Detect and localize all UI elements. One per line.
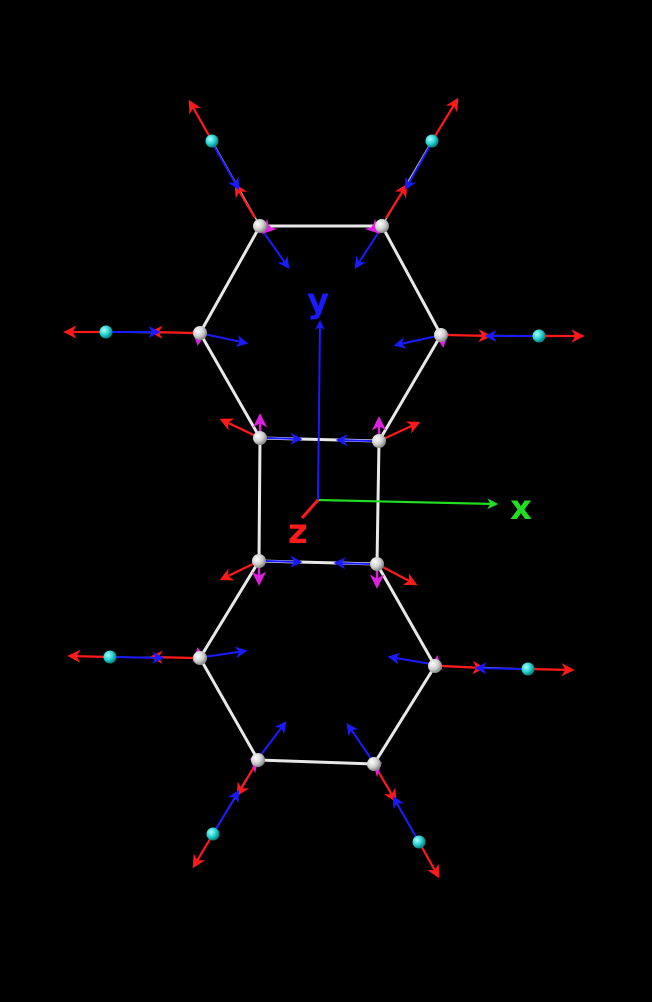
red-displacement-vectors bbox=[63, 97, 585, 879]
vector-arrow bbox=[447, 329, 492, 343]
hydrogen-atom[interactable] bbox=[206, 827, 220, 841]
vector-arrow bbox=[387, 652, 432, 665]
carbon-atom[interactable] bbox=[372, 434, 386, 448]
vector-arrow bbox=[265, 432, 303, 445]
vector-arrow bbox=[378, 421, 421, 442]
bond bbox=[257, 436, 262, 563]
bond bbox=[377, 333, 443, 443]
carbon-atoms bbox=[193, 219, 448, 771]
carbon-atom[interactable] bbox=[251, 753, 265, 767]
coordinate-axes: x y z bbox=[288, 281, 532, 552]
vector-arrow bbox=[376, 563, 418, 586]
hydrogen-atom[interactable] bbox=[412, 835, 426, 849]
vector-arrow bbox=[236, 766, 255, 797]
vector-arrow bbox=[259, 721, 287, 757]
vector-arrow bbox=[213, 145, 240, 191]
carbon-atom[interactable] bbox=[193, 326, 207, 340]
hydrogen-atom[interactable] bbox=[205, 134, 219, 148]
vector-arrow bbox=[203, 333, 249, 347]
x-axis-label: x bbox=[510, 488, 532, 528]
carbon-atom[interactable] bbox=[375, 219, 389, 233]
bond bbox=[372, 664, 437, 766]
carbon-atom[interactable] bbox=[428, 659, 442, 673]
bond bbox=[198, 224, 262, 335]
vector-arrow bbox=[377, 770, 397, 803]
vector-arrow bbox=[203, 646, 248, 659]
vector-arrow bbox=[404, 145, 431, 191]
vector-arrow bbox=[346, 723, 373, 761]
vector-arrow bbox=[234, 183, 256, 219]
vector-arrow bbox=[149, 325, 194, 339]
vector-arrow bbox=[261, 218, 278, 235]
carbon-atom[interactable] bbox=[193, 651, 207, 665]
y-axis-line bbox=[314, 320, 325, 501]
ch-link-lines bbox=[105, 140, 540, 843]
hydrogen-atom[interactable] bbox=[425, 134, 439, 148]
vector-arrow bbox=[354, 229, 381, 270]
hydrogen-atom[interactable] bbox=[532, 329, 546, 343]
vector-arrow bbox=[527, 663, 575, 677]
vector-arrow bbox=[441, 660, 486, 675]
vector-arrow bbox=[261, 229, 290, 269]
carbon-atom[interactable] bbox=[370, 557, 384, 571]
vector-arrow bbox=[385, 183, 408, 219]
bond bbox=[375, 439, 381, 566]
vector-arrow bbox=[364, 218, 381, 235]
blue-displacement-vectors bbox=[112, 145, 533, 838]
vector-arrow bbox=[115, 651, 165, 664]
vector-arrow bbox=[264, 555, 303, 568]
bond bbox=[256, 758, 376, 766]
z-axis-line bbox=[300, 499, 320, 519]
hydrogen-atoms bbox=[99, 134, 546, 849]
carbon-atom[interactable] bbox=[367, 757, 381, 771]
carbon-atom[interactable] bbox=[434, 328, 448, 342]
carbon-atom[interactable] bbox=[253, 219, 267, 233]
hydrogen-atom[interactable] bbox=[521, 662, 535, 676]
z-axis-label: z bbox=[288, 512, 308, 552]
hydrogen-atom[interactable] bbox=[103, 650, 117, 664]
vector-arrow bbox=[215, 789, 240, 830]
vector-arrow bbox=[392, 795, 417, 838]
vector-arrow bbox=[335, 434, 374, 447]
vector-arrow bbox=[393, 335, 438, 349]
carbon-atom[interactable] bbox=[252, 554, 266, 568]
bond bbox=[375, 562, 437, 668]
bond bbox=[198, 559, 261, 660]
y-axis-label: y bbox=[307, 281, 329, 321]
x-axis-line bbox=[317, 498, 499, 510]
vector-arrow bbox=[67, 649, 111, 663]
vector-arrow bbox=[333, 557, 372, 570]
carbon-atom[interactable] bbox=[253, 431, 267, 445]
vector-arrow bbox=[474, 662, 523, 675]
vector-arrow bbox=[219, 418, 261, 439]
bond bbox=[198, 656, 260, 762]
vector-arrow bbox=[188, 99, 213, 142]
bond bbox=[198, 331, 262, 440]
vector-arrow bbox=[431, 97, 459, 142]
bond bbox=[380, 224, 443, 337]
hydrogen-atom[interactable] bbox=[99, 325, 113, 339]
